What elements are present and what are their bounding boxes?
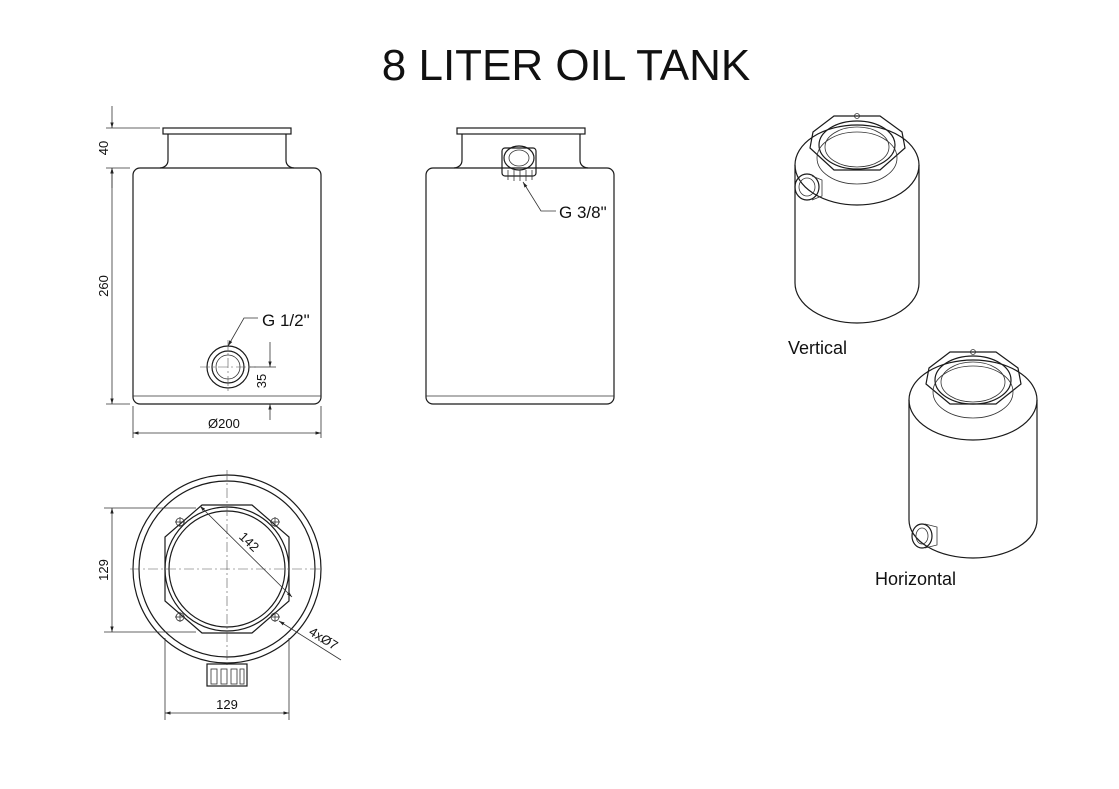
- iso-vertical: [794, 113, 920, 324]
- dim-diagonal: 142: [236, 529, 262, 555]
- iso-vertical-top: [794, 124, 920, 206]
- front-port-label: G 1/2": [262, 311, 310, 330]
- front-neck: [159, 134, 295, 169]
- dim-port-height: 35: [254, 374, 269, 388]
- dim-flange-height: 40: [96, 141, 111, 155]
- top-view: 142 4xØ7 129 129: [96, 470, 342, 720]
- page-title: 8 LITER OIL TANK: [382, 41, 750, 90]
- side-tank-body: [425, 167, 615, 405]
- iso-horizontal-caption: Horizontal: [875, 569, 956, 589]
- front-tank-body: [132, 167, 322, 405]
- svg-text:Ø200: Ø200: [208, 416, 240, 431]
- side-port-label: G 3/8": [559, 203, 607, 222]
- front-port: [200, 340, 256, 394]
- top-port: [206, 663, 248, 687]
- side-flange-plate: [456, 127, 586, 135]
- front-flange-plate: [162, 127, 292, 135]
- dim-horizontal: 129: [216, 697, 238, 712]
- diameter-symbol: Ø: [208, 416, 218, 431]
- front-view: G 1/2" 40 260 35 Ø200: [96, 106, 322, 438]
- iso-horizontal: [908, 349, 1038, 559]
- side-port: [501, 145, 537, 181]
- dim-vertical: 129: [96, 559, 111, 581]
- dim-diameter: 200: [218, 416, 240, 431]
- iso-horizontal-top: [908, 359, 1038, 441]
- side-view: G 3/8": [425, 127, 615, 405]
- iso-vertical-caption: Vertical: [788, 338, 847, 358]
- dim-body-height: 260: [96, 275, 111, 297]
